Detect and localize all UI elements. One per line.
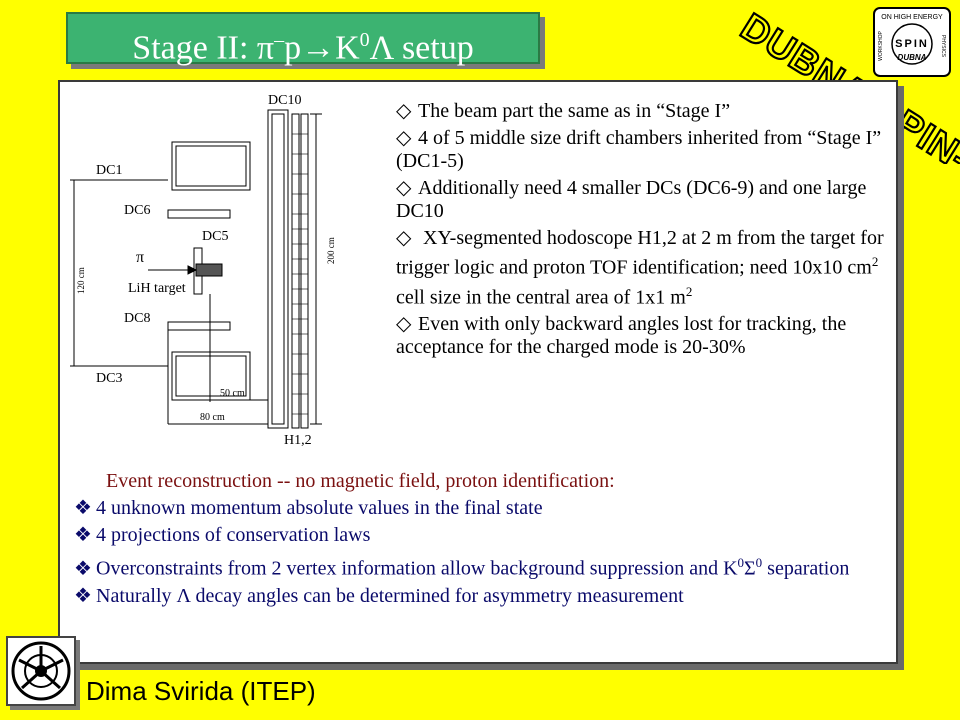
title-setup: setup [393, 29, 474, 67]
slide-title: Stage II: π–p→K0Λ setup [66, 12, 540, 67]
label-dc6: DC6 [124, 203, 150, 218]
label-pi: π [136, 249, 144, 266]
title-zero: 0 [359, 29, 370, 51]
bullet-smaller-dcs: ◇Additionally need 4 smaller DCs (DC6-9)… [396, 177, 867, 222]
title-stage: Stage II: [132, 29, 257, 67]
presenter-name: Dima Svirida (ITEP) [86, 676, 316, 706]
title-pi: π [256, 29, 275, 67]
label-120cm: 120 cm [76, 267, 86, 294]
star-bullet-icon: ❖ [74, 584, 92, 607]
title-k: K [335, 29, 360, 67]
event-item-decay-angles: ❖Naturally Λ decay angles can be determi… [74, 584, 684, 607]
bullet-hodoscope: ◇ XY-segmented hodoscope H1,2 at 2 m fro… [396, 227, 884, 309]
diamond-icon: ◇ [396, 313, 412, 336]
bullet-drift-chambers: ◇4 of 5 middle size drift chambers inher… [396, 127, 882, 172]
event-item-momentum: ❖4 unknown momentum absolute values in t… [74, 497, 543, 519]
diamond-icon: ◇ [396, 100, 412, 122]
seal-right-text: PHYSICS [940, 35, 946, 58]
label-dc3: DC3 [96, 371, 122, 386]
diamond-icon: ◇ [396, 127, 412, 149]
label-h12: H1,2 [284, 433, 312, 448]
label-200cm: 200 cm [326, 237, 336, 264]
star-bullet-icon: ❖ [74, 557, 92, 580]
seal-bottom-text: DUBNA [898, 53, 927, 62]
title-lambda: Λ [369, 29, 394, 67]
star-bullet-icon: ❖ [74, 497, 92, 519]
label-dc5: DC5 [202, 229, 228, 244]
label-80cm: 80 cm [200, 412, 225, 423]
itep-logo [6, 636, 76, 706]
label-50cm: 50 cm [220, 388, 245, 399]
title-p: p [284, 29, 302, 67]
label-target: LiH target [128, 281, 186, 296]
seal-top-text: ON HIGH ENERGY [881, 14, 943, 21]
event-reconstruction: Event reconstruction -- no magnetic fiel… [74, 470, 894, 612]
title-arrow: → [301, 29, 336, 67]
seal-mid-text: SPIN [895, 38, 929, 50]
spin-workshop-seal: ON HIGH ENERGY SPIN DUBNA WORKSHOP PHYSI… [873, 7, 951, 77]
diamond-icon: ◇ [396, 227, 412, 249]
label-dc8: DC8 [124, 311, 150, 326]
diamond-icon: ◇ [396, 177, 412, 199]
detector-diagram: DC10 DC1 DC6 DC5 π LiH target DC8 DC3 12… [70, 93, 336, 448]
atom-icon [11, 641, 71, 701]
title-minus: – [274, 29, 285, 51]
label-dc10: DC10 [268, 93, 301, 108]
event-heading: Event reconstruction -- no magnetic fiel… [106, 470, 615, 492]
bullet-beam: ◇The beam part the same as in “Stage I” [396, 100, 731, 122]
label-dc1: DC1 [96, 163, 122, 178]
setup-bullets: ◇The beam part the same as in “Stage I” … [396, 100, 892, 363]
event-item-overconstraints: ❖Overconstraints from 2 vertex informati… [74, 555, 850, 580]
star-bullet-icon: ❖ [74, 524, 92, 546]
event-item-projections: ❖4 projections of conservation laws [74, 524, 371, 546]
bullet-acceptance: ◇Even with only backward angles lost for… [396, 313, 847, 359]
seal-left-text: WORKSHOP [878, 30, 884, 60]
